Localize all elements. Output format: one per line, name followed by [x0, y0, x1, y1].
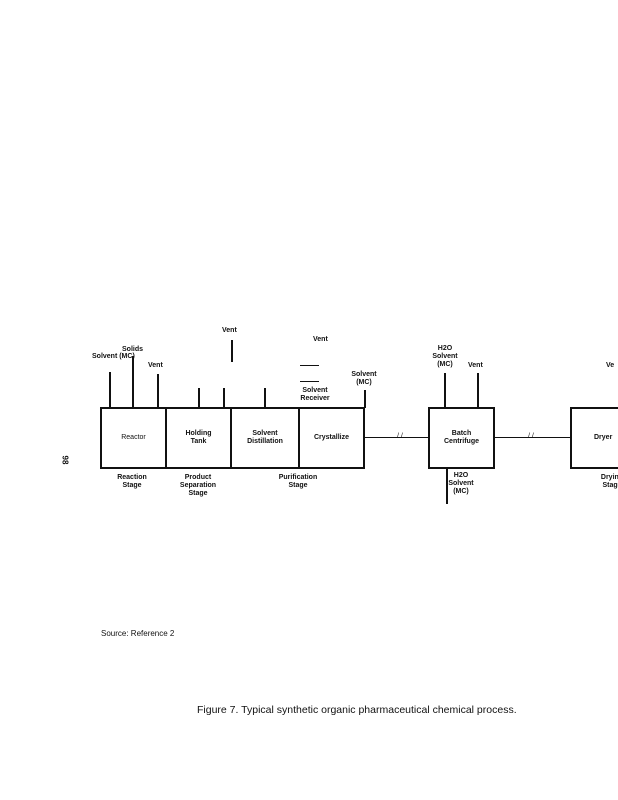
stream-line	[132, 356, 134, 408]
break-mark: / /	[397, 433, 403, 440]
stream-line	[223, 388, 225, 408]
stream-line	[231, 340, 233, 362]
solvent-mc-label: Solvent (MC)	[92, 353, 135, 360]
flow-line	[365, 437, 428, 438]
stream-line	[477, 373, 479, 408]
stream-line	[109, 372, 111, 408]
vent-label: Vent	[313, 336, 328, 343]
vent-label: Vent	[222, 327, 237, 334]
stream-line	[198, 388, 200, 408]
crystallize-box: Crystallize	[298, 407, 365, 469]
batch-centrifuge-box: Batch Centrifuge	[428, 407, 495, 469]
page-number: 98	[60, 455, 70, 465]
vent-label: Vent	[148, 362, 163, 369]
figure-caption: Figure 7. Typical synthetic organic phar…	[197, 704, 517, 716]
drying-stage-label: Drying Stage	[600, 474, 618, 489]
stream-line	[157, 374, 159, 408]
source-note: Source: Reference 2	[101, 629, 175, 638]
stream-line	[300, 381, 319, 382]
dryer-box: Dryer	[570, 407, 618, 469]
h2o-solvent-label: H2O Solvent (MC)	[432, 345, 458, 368]
solvent-receiver-label: Solvent Receiver	[300, 387, 330, 402]
solvent-distillation-box: Solvent Distillation	[230, 407, 300, 469]
break-mark: / /	[528, 433, 534, 440]
product-separation-stage-label: Product Separation Stage	[179, 474, 217, 497]
reaction-stage-label: Reaction Stage	[117, 474, 147, 489]
reactor-box: Reactor	[100, 407, 167, 469]
vent-label: Ve	[606, 362, 615, 369]
stream-line	[364, 390, 366, 408]
stream-line	[446, 469, 448, 504]
solids-label: Solids	[122, 346, 144, 353]
vent-label: Vent	[468, 362, 483, 369]
purification-stage-label: Purification Stage	[278, 474, 318, 489]
flow-line	[495, 437, 570, 438]
stream-line	[300, 365, 319, 366]
solvent-mc-label: Solvent (MC)	[351, 371, 377, 386]
stream-line	[264, 388, 266, 408]
holding-tank-box: Holding Tank	[165, 407, 232, 469]
h2o-solvent-label: H2O Solvent (MC)	[448, 472, 474, 495]
stream-line	[444, 373, 446, 408]
